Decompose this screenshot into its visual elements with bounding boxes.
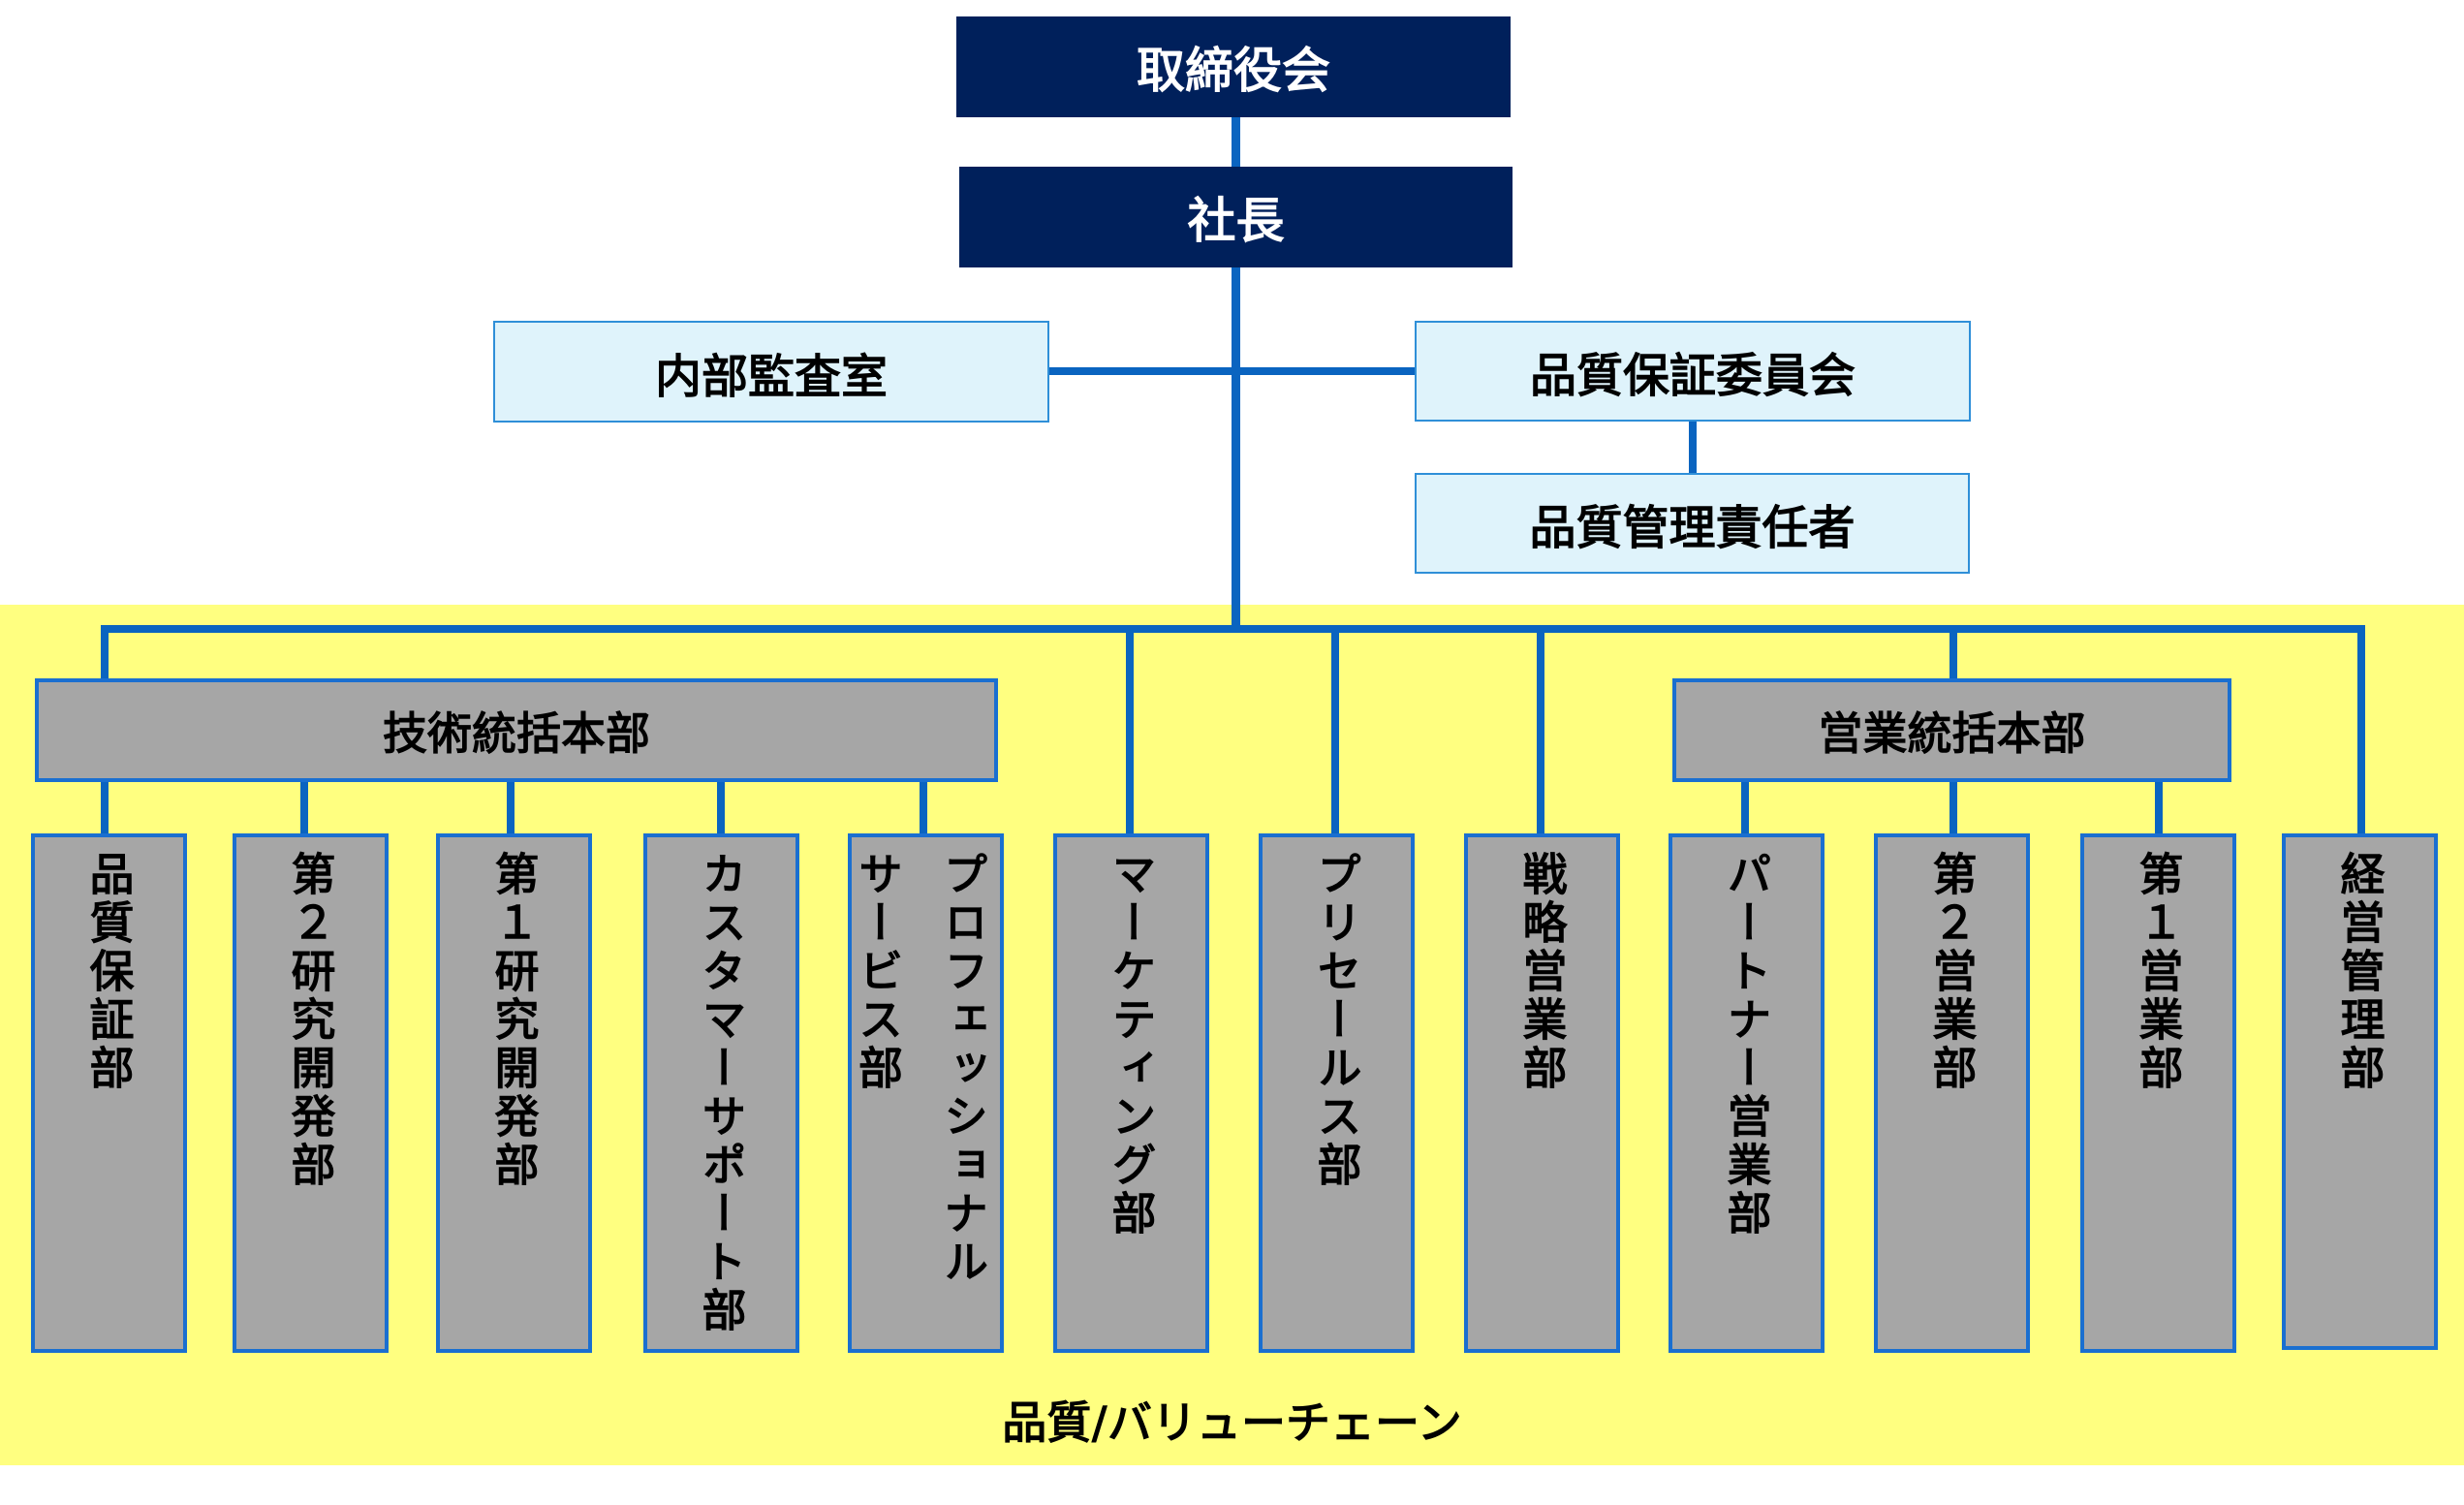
dept-rd-1: 第１研究開発部 bbox=[436, 833, 592, 1353]
dept-partner-sales: パートナー営業部 bbox=[1669, 833, 1825, 1353]
dept-customer-support: カスタマーサポート部 bbox=[643, 833, 799, 1353]
connector-drop-marketing bbox=[1126, 625, 1134, 834]
dept-label: 第１研究開発部 bbox=[487, 851, 541, 1190]
dept-marketing: マーケティング部 bbox=[1053, 833, 1209, 1353]
connector-main-horizontal bbox=[101, 625, 2365, 633]
dept-sales-2: 第２営業部 bbox=[1874, 833, 2030, 1353]
dept-label: 経営管理部 bbox=[2333, 851, 2386, 1093]
connector-president-trunk bbox=[1232, 264, 1240, 630]
connector-sales-partner bbox=[1741, 778, 1749, 834]
dept-label: 戦略営業部 bbox=[1515, 851, 1569, 1093]
dept-label: 品質保証部 bbox=[82, 851, 136, 1093]
dept-rd-2: 第２研究開発部 bbox=[233, 833, 389, 1353]
dept-label-line-1: プロフェッショナル bbox=[937, 851, 989, 1287]
dept-label: マーケティング部 bbox=[1105, 851, 1158, 1238]
board-box: 取締役会 bbox=[956, 16, 1511, 117]
connector-board-president bbox=[1232, 116, 1240, 167]
connector-sales-2nd bbox=[1949, 778, 1957, 834]
dept-label: 第２研究開発部 bbox=[284, 851, 337, 1190]
dept-presales: プリセールス部 bbox=[1259, 833, 1415, 1353]
value-chain-label: 品質/バリューチェーン bbox=[1002, 1396, 1462, 1449]
qa-manager-box: 品質管理責任者 bbox=[1415, 473, 1970, 574]
connector-drop-tech-hq bbox=[101, 625, 109, 679]
connector-drop-presales bbox=[1331, 625, 1339, 834]
tech-hq-box: 技術統括本部 bbox=[35, 678, 998, 782]
dept-sales-1: 第１営業部 bbox=[2080, 833, 2236, 1353]
sales-hq-box: 営業統括本部 bbox=[1672, 678, 2231, 782]
connector-tech-rd2 bbox=[300, 778, 308, 834]
connector-drop-strategic-sales bbox=[1537, 625, 1544, 834]
dept-label-line-2: サービス部 bbox=[852, 851, 904, 1093]
dept-label: 第２営業部 bbox=[1925, 851, 1979, 1093]
dept-label: 第１営業部 bbox=[2132, 851, 2185, 1093]
connector-staff-horizontal bbox=[1046, 367, 1418, 375]
dept-label: プリセールス部 bbox=[1310, 851, 1363, 1190]
connector-tech-support bbox=[717, 778, 725, 834]
connector-committee-manager bbox=[1689, 419, 1697, 475]
qa-committee-box: 品質保証委員会 bbox=[1415, 321, 1971, 422]
connector-drop-sales-hq bbox=[1949, 625, 1957, 679]
internal-audit-box: 内部監査室 bbox=[493, 321, 1049, 423]
connector-sales-1st bbox=[2155, 778, 2163, 834]
connector-drop-management bbox=[2357, 625, 2365, 834]
connector-tech-pro-services bbox=[920, 778, 927, 834]
dept-quality-assurance: 品質保証部 bbox=[31, 833, 187, 1353]
connector-tech-qa bbox=[101, 778, 109, 834]
dept-strategic-sales: 戦略営業部 bbox=[1464, 833, 1620, 1353]
dept-label: カスタマーサポート部 bbox=[695, 851, 748, 1335]
dept-label: パートナー営業部 bbox=[1720, 851, 1773, 1238]
dept-management: 経営管理部 bbox=[2282, 833, 2438, 1350]
dept-professional-services: プロフェッショナル サービス部 bbox=[848, 833, 1004, 1353]
president-box: 社長 bbox=[959, 167, 1513, 267]
connector-tech-rd1 bbox=[507, 778, 515, 834]
